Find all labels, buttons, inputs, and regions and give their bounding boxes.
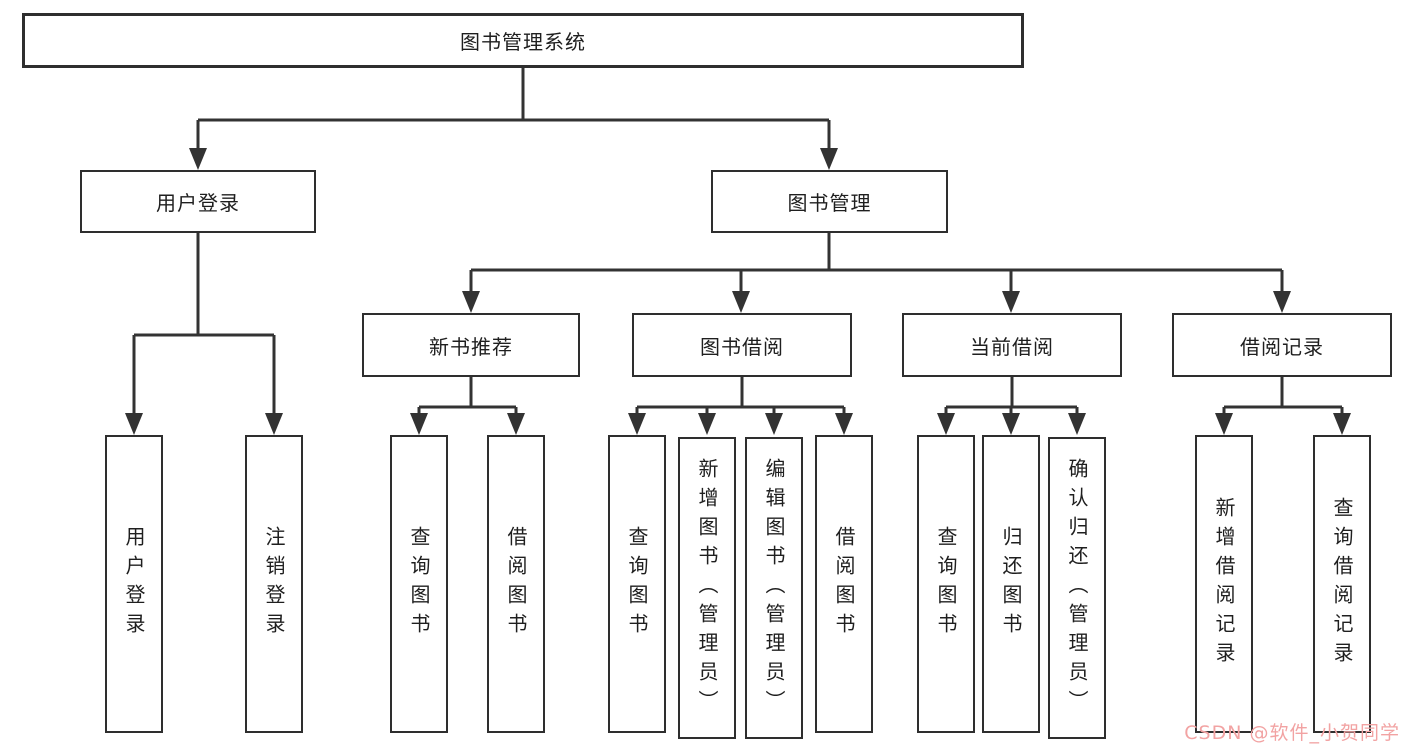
leaf-user-login: 用户登录 (105, 435, 163, 733)
node-library-management-system: 图书管理系统 (22, 13, 1024, 68)
leaf-label: 借阅图书 (504, 526, 528, 642)
leaf-label: 用户登录 (122, 526, 146, 642)
csdn-watermark: CSDN @软件_小贺同学 (1184, 722, 1400, 744)
node-borrowing-records: 借阅记录 (1172, 313, 1392, 377)
connector-paths (132, 68, 1344, 415)
node-label: 图书管理系统 (460, 30, 586, 54)
leaf-borrow-books-recommend: 借阅图书 (487, 435, 545, 733)
leaf-label: 编辑图书（管理员） (762, 457, 786, 719)
node-label: 图书管理 (787, 191, 872, 215)
node-user-login: 用户登录 (80, 170, 316, 233)
leaf-logout: 注销登录 (245, 435, 303, 733)
leaf-label: 查询图书 (407, 526, 431, 642)
leaf-add-books-admin: 新增图书（管理员） (678, 437, 736, 739)
leaf-label: 新增图书（管理员） (695, 457, 719, 719)
node-new-book-recommendation: 新书推荐 (362, 313, 580, 377)
leaf-label: 借阅图书 (832, 526, 856, 642)
leaf-query-books-current: 查询图书 (917, 435, 975, 733)
arrowheads (125, 148, 1351, 435)
node-label: 借阅记录 (1240, 334, 1324, 359)
node-label: 新书推荐 (429, 334, 513, 359)
leaf-add-borrow-record: 新增借阅记录 (1195, 435, 1253, 733)
leaf-label: 新增借阅记录 (1212, 497, 1236, 671)
leaf-label: 归还图书 (999, 526, 1023, 642)
leaf-confirm-return-admin: 确认归还（管理员） (1048, 437, 1106, 739)
leaf-query-books-recommend: 查询图书 (390, 435, 448, 733)
node-label: 当前借阅 (970, 334, 1054, 359)
node-label: 图书借阅 (700, 334, 784, 359)
node-label: 用户登录 (156, 191, 240, 215)
leaf-label: 确认归还（管理员） (1065, 457, 1089, 719)
node-book-borrowing: 图书借阅 (632, 313, 852, 377)
leaf-label: 查询借阅记录 (1330, 497, 1354, 671)
leaf-edit-books-admin: 编辑图书（管理员） (745, 437, 803, 739)
leaf-query-books-borrow: 查询图书 (608, 435, 666, 733)
node-current-borrowing: 当前借阅 (902, 313, 1122, 377)
leaf-borrow-books: 借阅图书 (815, 435, 873, 733)
leaf-query-borrow-record: 查询借阅记录 (1313, 435, 1371, 733)
leaf-label: 注销登录 (262, 526, 286, 642)
leaf-return-books: 归还图书 (982, 435, 1040, 733)
leaf-label: 查询图书 (934, 526, 958, 642)
node-book-management: 图书管理 (711, 170, 948, 233)
leaf-label: 查询图书 (625, 526, 649, 642)
